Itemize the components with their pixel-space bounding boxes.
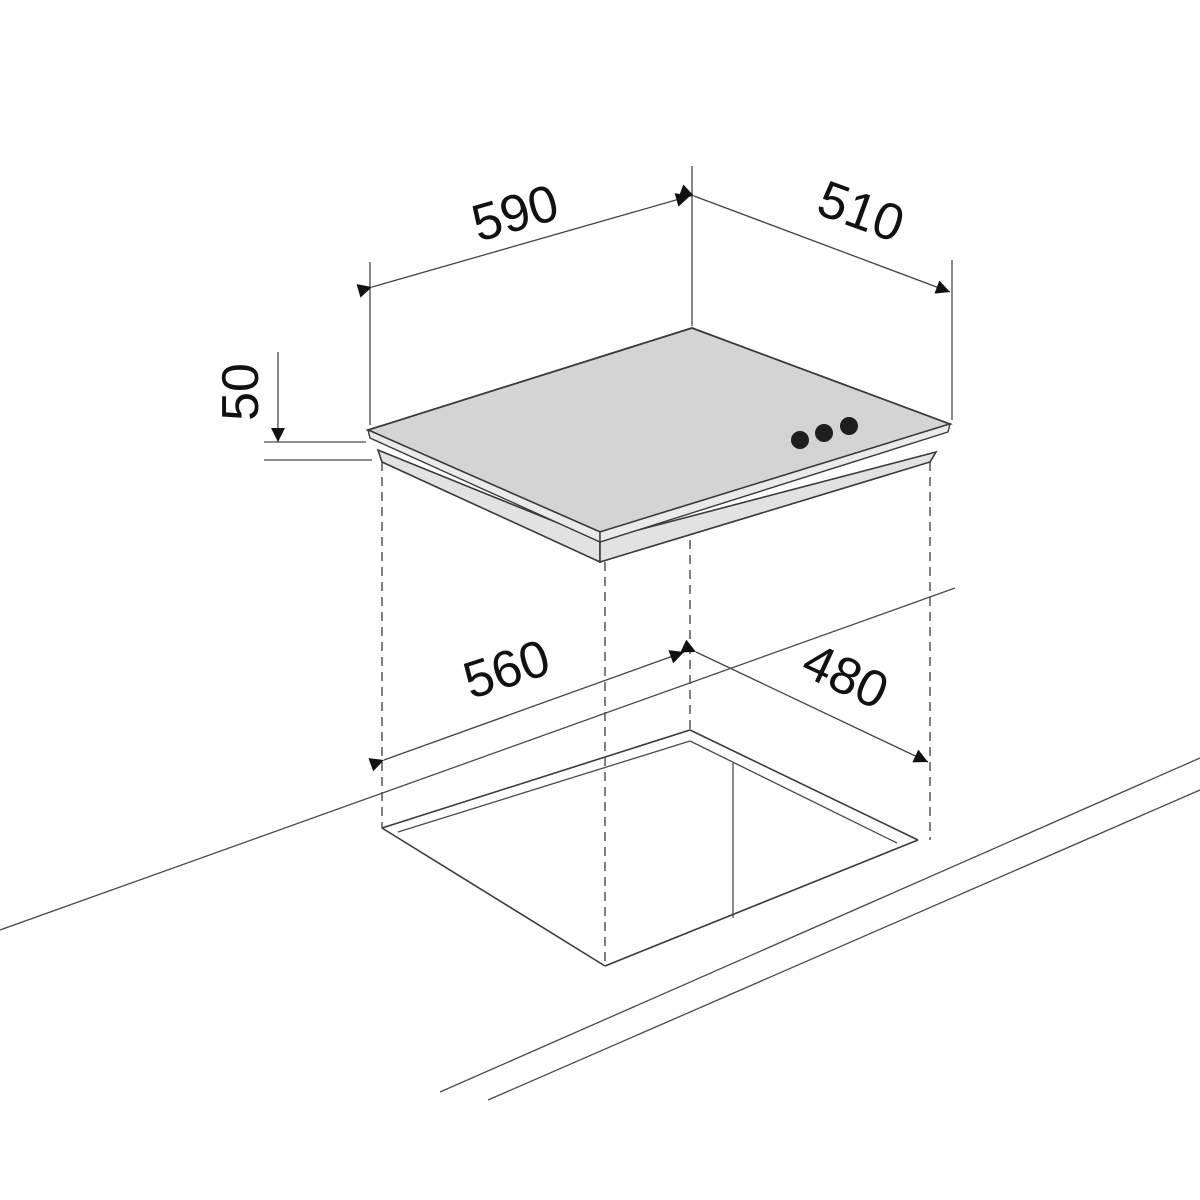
cutout-front-left-edge — [381, 827, 606, 967]
hob-depth-label: 510 — [810, 170, 911, 254]
cutout-front-right-edge — [604, 839, 919, 967]
hob-width-label: 590 — [466, 174, 565, 254]
dimension-cutout-depth: 480 — [680, 632, 929, 763]
worktop-front-edge — [439, 757, 1200, 1093]
worktop-front-edge-lower — [487, 789, 1200, 1101]
hob-side-right — [599, 450, 938, 564]
control-knob-3-icon — [840, 417, 858, 435]
hob-top-surface — [365, 327, 953, 533]
cutout-depth-label: 480 — [794, 632, 897, 721]
hob-rim-front-right — [599, 422, 951, 543]
dimension-hob-height: 50 — [212, 352, 372, 461]
control-knob-1-icon — [791, 431, 809, 449]
cutout — [381, 729, 919, 967]
control-knob-2-icon — [815, 424, 833, 442]
cutout-width-label: 560 — [457, 629, 557, 711]
hob — [365, 327, 953, 564]
hob-height-label: 50 — [212, 363, 270, 421]
dimension-cutout-width: 560 — [368, 629, 685, 772]
